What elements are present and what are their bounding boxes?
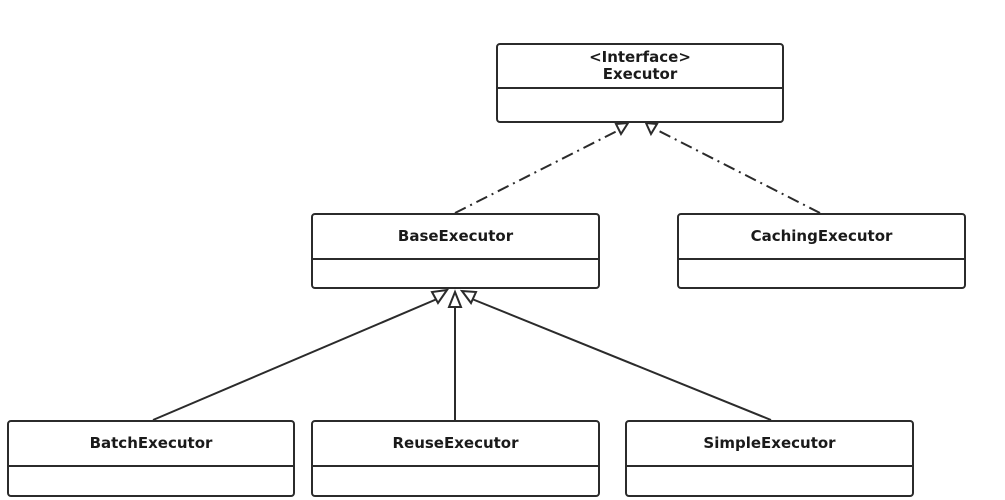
simple-executor-class-name: SimpleExecutor bbox=[627, 422, 912, 467]
simple-executor-members bbox=[627, 467, 912, 495]
base-executor-class-name: BaseExecutor bbox=[313, 215, 598, 260]
reuse-executor-box: ReuseExecutor bbox=[311, 420, 600, 497]
caching-executor-box: CachingExecutor bbox=[677, 213, 966, 289]
batch-executor-box: BatchExecutor bbox=[7, 420, 295, 497]
batch-executor-members bbox=[9, 467, 293, 495]
executor-class-name: Executor bbox=[602, 65, 678, 83]
base-executor-box: BaseExecutor bbox=[311, 213, 600, 289]
executor-interface-box: <Interface> Executor bbox=[496, 43, 784, 123]
caching-executor-members bbox=[679, 260, 964, 287]
reuse-executor-members bbox=[313, 467, 598, 495]
caching-executor-class-name: CachingExecutor bbox=[679, 215, 964, 260]
realization-arrowhead-base bbox=[614, 121, 630, 137]
simple-executor-box: SimpleExecutor bbox=[625, 420, 914, 497]
generalization-simple-to-base bbox=[471, 298, 772, 421]
executor-header: <Interface> Executor bbox=[498, 45, 782, 89]
generalization-arrowhead-simple bbox=[459, 289, 478, 305]
generalization-arrowhead-reuse bbox=[447, 289, 463, 308]
interface-stereotype: <Interface> bbox=[589, 48, 691, 66]
reuse-executor-class-name: ReuseExecutor bbox=[313, 422, 598, 467]
base-executor-members bbox=[313, 260, 598, 287]
realization-arrowhead-caching bbox=[644, 121, 659, 137]
realization-base-to-executor bbox=[454, 129, 620, 214]
generalization-batch-to-base bbox=[152, 298, 438, 421]
batch-executor-class-name: BatchExecutor bbox=[9, 422, 293, 467]
realization-caching-to-executor bbox=[656, 129, 821, 214]
generalization-arrowhead-batch bbox=[430, 288, 450, 305]
executor-members bbox=[498, 89, 782, 121]
